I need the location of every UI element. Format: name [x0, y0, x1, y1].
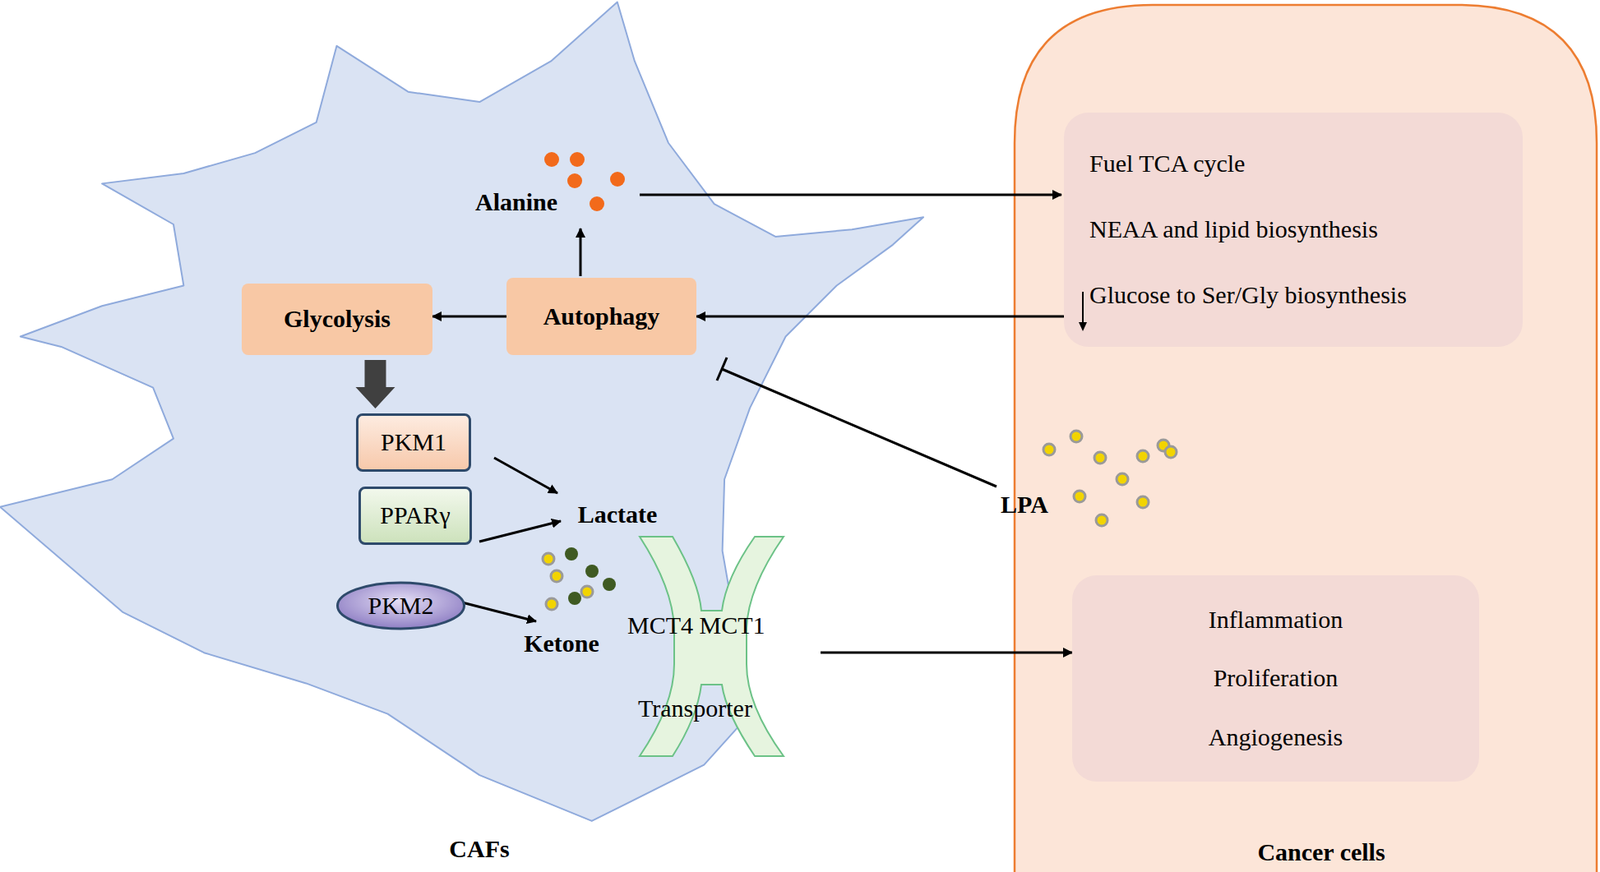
label-text: Cancer cells [1222, 838, 1420, 868]
label-text: PKM2 [367, 591, 434, 621]
label-wrap: LPA [942, 490, 1107, 520]
outline [623, 532, 821, 762]
label-text: PKM1 [380, 428, 447, 458]
process-box: Glycolysis [241, 283, 433, 356]
label-wrap: Alanine [434, 188, 599, 218]
caption-wrap: Cancer cells [1222, 838, 1420, 868]
label-text: Ketone [479, 629, 644, 659]
cell-outline: Cancer cells Fuel TCA cycleNEAA and lipid… [1012, 3, 1599, 872]
label-text: MCT4 MCT1 [627, 611, 766, 641]
label-text: Glucose to Ser/Gly biosynthesis [1089, 281, 1407, 310]
outline [0, 0, 946, 872]
connector-arrow [820, 651, 1073, 654]
label-text: Inflammation [1208, 605, 1343, 635]
connector-arrow [432, 315, 507, 319]
label-text: NEAA and lipid biosynthesis [1089, 215, 1379, 245]
process-box: PKM2 [335, 581, 467, 631]
arrow [639, 194, 1062, 197]
label-text: Glycolysis [283, 305, 391, 334]
label-text: PPARγ [379, 501, 451, 531]
process-box: PKM1 [356, 413, 472, 472]
label-text: LPA [942, 490, 1107, 520]
caption-wrap: CAFs [397, 835, 562, 865]
label-wrap: Lactate [535, 500, 700, 530]
label-text: Alanine [434, 188, 599, 218]
connector-arrow [696, 315, 1064, 319]
process-box: Autophagy [506, 277, 697, 356]
label-text: Proliferation [1213, 664, 1339, 694]
text-wrap: Transporter [638, 694, 753, 724]
process-box: InflammationProliferationAngiogenesis [1072, 575, 1480, 782]
text-wrap: MCT4 MCT1 [627, 611, 766, 641]
label-text: Lactate [535, 500, 700, 530]
label-text: Autophagy [543, 302, 661, 332]
process-box: PPARγ [358, 486, 472, 546]
label-text: Transporter [638, 694, 753, 724]
label-text: Angiogenesis [1208, 723, 1343, 753]
cell-outline: CAFsGlycolysisAutophagyPKM1PPARγPKM2MCT4… [0, 0, 946, 872]
process-box: Fuel TCA cycleNEAA and lipid biosynthesi… [1063, 112, 1523, 347]
label-text: Fuel TCA cycle [1089, 149, 1245, 179]
process-box: MCT4 MCT1Transporter [623, 532, 821, 762]
label-text: CAFs [397, 835, 562, 865]
arrow [579, 228, 583, 277]
label-wrap: Ketone [479, 629, 644, 659]
